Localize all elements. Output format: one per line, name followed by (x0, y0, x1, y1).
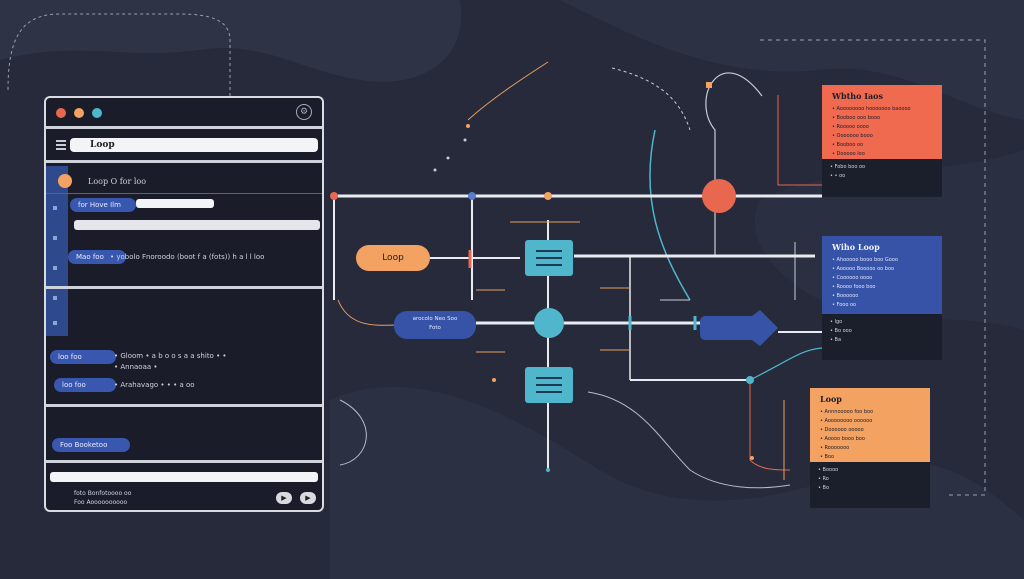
menu-icon[interactable] (56, 140, 66, 152)
row-text: • yobolo Fnoroodo (boot f a (fots)) h a … (110, 253, 265, 261)
row-pill[interactable]: Mao foo (68, 250, 126, 264)
card-foot-line: • Bo (818, 485, 830, 491)
row-bar (74, 220, 320, 230)
footer-line: Foo Aoooooooooo (74, 499, 128, 506)
close-dot[interactable] (56, 108, 66, 118)
row-text: • Gloom • a b o o s a a shito • • (114, 352, 227, 360)
row-bar (136, 199, 214, 208)
card-line: • Boooooo (832, 293, 859, 299)
row-subtext: • Annaoaa • (114, 363, 158, 371)
card-foot-line: • Fobo boo oo (830, 164, 866, 170)
gear-icon[interactable]: ⚙ (296, 104, 312, 120)
search-value: Loop (90, 140, 115, 150)
play-button[interactable]: ▶ (276, 492, 292, 504)
row-pill[interactable]: loo foo (54, 378, 116, 392)
branch-node[interactable]: arocolo Neo Soo Foto (394, 311, 476, 339)
card-line: • Aoooooooo hooooooo baoooo (832, 106, 911, 112)
maximize-dot[interactable] (92, 108, 102, 118)
card-foot-line: • Ro (818, 476, 829, 482)
avatar[interactable] (58, 174, 72, 188)
card-line: • Aoooo booo boo (820, 436, 865, 442)
sidebar (46, 166, 68, 336)
card-while-loop-orange[interactable]: Wbtho Iaos • Aoooooooo hooooooo baoooo •… (822, 85, 942, 197)
card-foot-line: • Boooo (818, 467, 839, 473)
divider (46, 126, 322, 129)
divider (46, 404, 322, 407)
divider (46, 460, 322, 463)
card-line: • Booboo oo (832, 142, 864, 148)
card-line: • Annnooooo foo boo (820, 409, 874, 415)
card-line: • Aoooooooo oooooo (820, 418, 873, 424)
card-foot-line: • • oo (830, 173, 846, 179)
card-line: • Dooooo loo (832, 151, 865, 157)
junction-node-red[interactable] (700, 177, 738, 215)
search-input[interactable]: Loop (70, 138, 318, 152)
card-line: • Rooooooo (820, 445, 850, 451)
card-while-loop-blue[interactable]: Wiho Loop • Ahooooo booo boo Gooo • Aooo… (822, 236, 942, 360)
card-line: • Ooooooo booo (832, 133, 873, 139)
card-line: • Boo (820, 454, 835, 460)
divider (46, 160, 322, 163)
card-title: Loop (820, 394, 842, 404)
footer-line: foto Bonfotoooo oo (74, 490, 132, 497)
row-pill[interactable]: Foo Booketoo (52, 438, 130, 452)
document-node-top[interactable] (525, 240, 573, 276)
card-foot-line: • Bo ooo (830, 328, 852, 334)
card-line: • Aooooo Booooo oo boo (832, 266, 895, 272)
app-window: ⚙ Loop Loop O for loo for Hove Ilm Mao f… (44, 96, 324, 512)
junction-node-teal[interactable] (532, 307, 566, 341)
input-bar[interactable] (50, 472, 318, 482)
row-pill[interactable]: for Hove Ilm (70, 198, 136, 212)
divider (46, 286, 322, 289)
card-line: • Rooooo oooo (832, 124, 869, 130)
divider (46, 193, 322, 194)
card-title: Wbtho Iaos (832, 91, 883, 101)
card-line: • Fooo oo (832, 302, 857, 308)
card-foot-line: • Ba (830, 337, 842, 343)
row-pill[interactable]: loo foo (50, 350, 116, 364)
card-loop-orange[interactable]: Loop • Annnooooo foo boo • Aoooooooo ooo… (810, 388, 930, 508)
card-line: • Coooooo oooo (832, 275, 873, 281)
card-line: • Ahooooo booo boo Gooo (832, 257, 898, 263)
minimize-dot[interactable] (74, 108, 84, 118)
header-text: Loop O for loo (88, 177, 147, 186)
loop-node[interactable]: Loop (356, 245, 430, 271)
arrow-node[interactable] (700, 308, 780, 350)
title-bar: ⚙ (46, 98, 322, 126)
row-text: • Arahavago • • • a oo (114, 381, 195, 389)
document-node-bottom[interactable] (525, 367, 573, 403)
card-line: • Booboo ooo booo (832, 115, 881, 121)
card-title: Wiho Loop (832, 242, 880, 252)
card-foot-line: • Igo (830, 319, 843, 325)
card-line: • Roooo fooo boo (832, 284, 876, 290)
card-line: • Doooooo ooooo (820, 427, 864, 433)
play-button[interactable]: ▶ (300, 492, 316, 504)
